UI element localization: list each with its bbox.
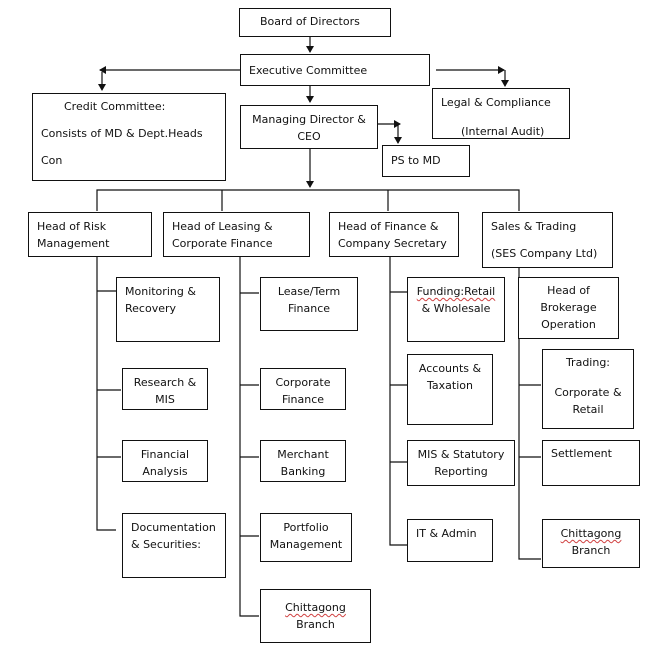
- line-heads-bus: [96, 189, 520, 211]
- node-managing-director: Managing Director & CEO: [240, 105, 378, 149]
- node-head-brokerage-operation: Head of Brokerage Operation: [518, 277, 619, 339]
- node-text: Portfolio: [283, 521, 329, 534]
- node-funding-retail-wholesale: Funding:Retail & Wholesale: [407, 277, 505, 342]
- node-text: Settlement: [551, 447, 612, 460]
- node-settlement: Settlement: [542, 440, 640, 486]
- node-text: IT & Admin: [416, 527, 477, 540]
- node-text: Con: [41, 154, 63, 167]
- node-text: Chittagong: [285, 601, 346, 614]
- node-text: Operation: [541, 318, 596, 331]
- node-text: Head of Risk: [37, 220, 107, 233]
- node-text: Brokerage: [540, 301, 597, 314]
- node-research-mis: Research & MIS: [122, 368, 208, 410]
- node-documentation-securities: Documentation & Securities:: [122, 513, 226, 578]
- node-text: Merchant: [277, 448, 329, 461]
- node-text: Recovery: [125, 302, 177, 315]
- node-text: CEO: [297, 130, 321, 143]
- node-text: Head of Finance &: [338, 220, 439, 233]
- node-text: MIS & Statutory: [417, 448, 505, 461]
- node-text: Monitoring &: [125, 285, 196, 298]
- node-text: Management: [37, 237, 110, 250]
- node-credit-committee: Credit Committee: Consists of MD & Dept.…: [32, 93, 226, 181]
- node-text: MIS: [155, 393, 175, 406]
- node-text: Chittagong: [560, 527, 622, 540]
- node-text: Corporate Finance: [172, 237, 273, 250]
- node-text: Corporate &: [554, 386, 622, 399]
- node-accounts-taxation: Accounts & Taxation: [407, 354, 493, 425]
- node-text: Head of: [547, 284, 590, 297]
- node-text: Credit Committee:: [64, 100, 166, 113]
- node-text: Executive Committee: [249, 64, 368, 77]
- node-portfolio-management: Portfolio Management: [260, 513, 352, 562]
- node-chittagong-branch-sales: Chittagong Branch: [542, 519, 640, 568]
- node-text: Finance: [281, 393, 325, 406]
- node-text: Accounts &: [418, 362, 482, 375]
- node-text: Branch: [571, 544, 611, 557]
- node-financial-analysis: Financial Analysis: [122, 440, 208, 482]
- node-corporate-finance: Corporate Finance: [260, 368, 346, 410]
- node-text: & Securities:: [131, 538, 201, 551]
- node-chittagong-branch-leasing: Chittagong Branch: [260, 589, 371, 643]
- node-text: Management: [269, 538, 343, 551]
- node-text: Taxation: [427, 379, 473, 392]
- node-text: Finance: [287, 302, 331, 315]
- node-text: Company Secretary: [338, 237, 447, 250]
- node-text: Financial: [140, 448, 190, 461]
- node-head-risk-management: Head of Risk Management: [28, 212, 152, 257]
- node-merchant-banking: Merchant Banking: [260, 440, 346, 482]
- node-mis-statutory-reporting: MIS & Statutory Reporting: [407, 440, 515, 486]
- node-text: Research &: [133, 376, 197, 389]
- node-text: Analysis: [142, 465, 188, 478]
- node-text: Sales & Trading: [491, 220, 577, 233]
- node-text: Head of Leasing &: [172, 220, 273, 233]
- node-text: Board of Directors: [260, 15, 360, 28]
- node-legal-compliance: Legal & Compliance (Internal Audit): [432, 88, 570, 139]
- node-text: PS to MD: [391, 154, 441, 167]
- node-text: Corporate: [275, 376, 331, 389]
- node-text: (Internal Audit): [461, 125, 545, 138]
- node-head-finance: Head of Finance & Company Secretary: [329, 212, 459, 257]
- node-lease-term-finance: Lease/Term Finance: [260, 277, 358, 331]
- node-text: Managing Director &: [252, 113, 366, 126]
- node-text: Retail: [572, 403, 604, 416]
- node-sales-trading: Sales & Trading (SES Company Ltd): [482, 212, 613, 268]
- node-text: Branch: [296, 618, 335, 631]
- node-text: (SES Company Ltd): [491, 247, 598, 260]
- node-executive-committee: Executive Committee: [240, 54, 430, 86]
- node-text: Legal & Compliance: [441, 96, 551, 109]
- node-text: Banking: [280, 465, 326, 478]
- node-text: Trading:: [565, 356, 611, 369]
- node-it-admin: IT & Admin: [407, 519, 493, 562]
- node-text: & Wholesale: [421, 302, 491, 315]
- node-text: Lease/Term: [277, 285, 341, 298]
- node-head-leasing: Head of Leasing & Corporate Finance: [163, 212, 310, 257]
- node-text: Documentation: [131, 521, 216, 534]
- node-monitoring-recovery: Monitoring & Recovery: [116, 277, 220, 342]
- node-trading-corporate-retail: Trading: Corporate & Retail: [542, 349, 634, 429]
- node-ps-to-md: PS to MD: [382, 145, 470, 177]
- node-text: Funding:Retail: [416, 285, 496, 298]
- node-text: Consists of MD & Dept.Heads: [41, 127, 203, 140]
- node-board-of-directors: Board of Directors: [239, 8, 391, 37]
- node-text: Reporting: [434, 465, 488, 478]
